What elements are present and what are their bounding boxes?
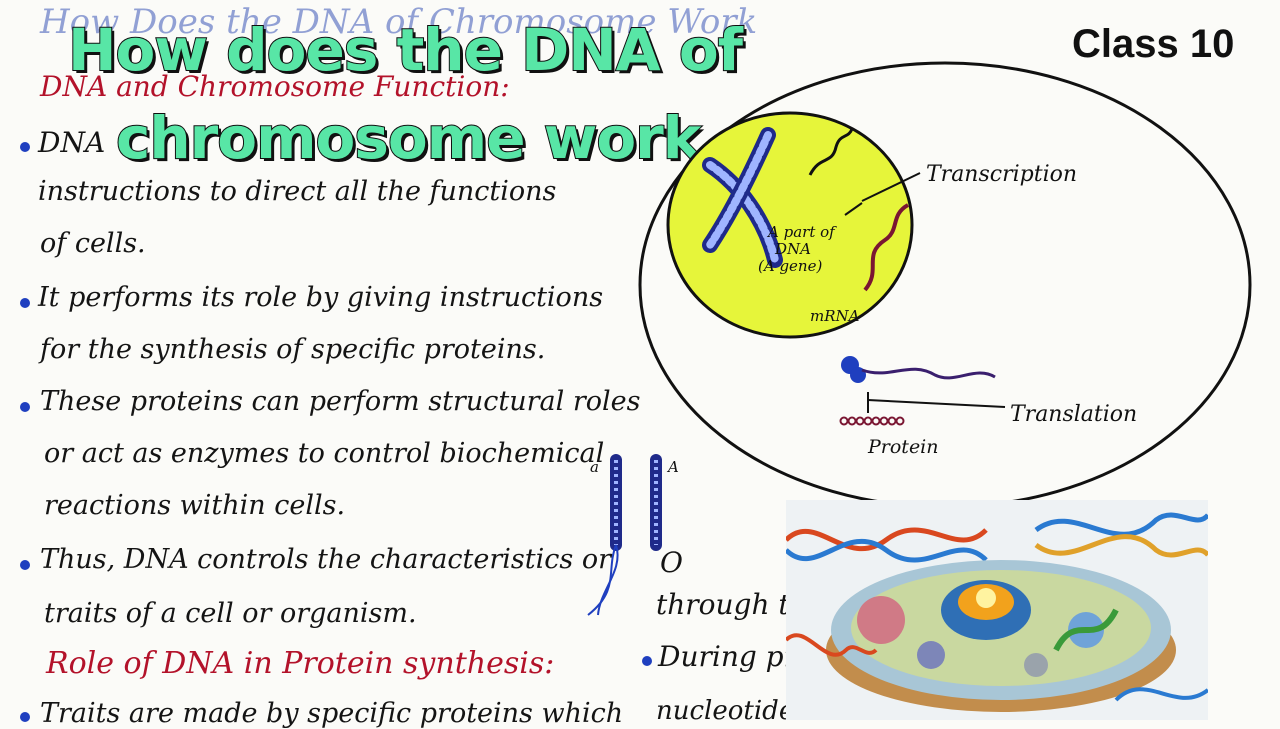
bullet3-line2: or act as enzymes to control biochemical — [44, 438, 605, 469]
bullet-dot — [20, 142, 30, 152]
video-title-line2: chromosome work — [115, 103, 702, 173]
cell-diagram: A part of DNA (A gene) mRNA Transcriptio… — [638, 61, 1252, 509]
bullet-dot — [20, 402, 30, 412]
bullet4-line1: Thus, DNA controls the characteristics o… — [40, 544, 611, 575]
mrna-strand-icon — [863, 203, 910, 292]
protein-label: Protein — [867, 436, 939, 458]
during-text: During pr — [658, 640, 797, 673]
circle-o-text: O — [660, 546, 683, 579]
class-badge: Class 10 — [1072, 22, 1235, 66]
transcription-label: Transcription — [926, 162, 1077, 187]
chromatid-right-label: A — [666, 458, 679, 476]
bullet-dot — [20, 560, 30, 570]
translation-label: Translation — [1010, 402, 1137, 427]
faded-header: How Does the DNA of Chromosome Work — [40, 2, 758, 42]
gene-label-1: A part of — [766, 223, 837, 241]
mrna-label: mRNA — [810, 307, 860, 325]
bullet4-line2: traits of a cell or organism. — [44, 598, 417, 629]
gene-label-2: DNA — [774, 240, 811, 258]
bullet-dot — [20, 298, 30, 308]
bullet1-text: DNA — [38, 126, 106, 159]
bullet5-text: Traits are made by specific proteins whi… — [40, 698, 624, 729]
protein-chain-icon — [839, 416, 905, 426]
dna-strand-icon — [808, 128, 854, 176]
chromatid-sketch: a A — [587, 454, 679, 616]
bullet-dot — [20, 712, 30, 722]
nucleotides-text: nucleotides — [656, 696, 808, 726]
bullet3-line3: reactions within cells. — [44, 490, 346, 521]
bullet2-line2: for the synthesis of specific proteins. — [40, 334, 546, 365]
nucleus — [666, 111, 914, 339]
bullet1-line3: of cells. — [40, 228, 146, 259]
through-text: through th — [656, 588, 808, 621]
bullet3-line1: These proteins can perform structural ro… — [40, 386, 641, 417]
bullet2-line1: It performs its role by giving instructi… — [38, 282, 604, 313]
cell-illustration — [786, 500, 1208, 720]
bullet1-line2: instructions to direct all the functions — [38, 176, 557, 207]
bullet-dot — [642, 656, 652, 666]
notes-heading: DNA and Chromosome Function: — [40, 70, 510, 103]
notes-heading-2: Role of DNA in Protein synthesis: — [46, 646, 555, 681]
gene-label-3: (A gene) — [758, 257, 822, 275]
chromatid-left-label: a — [590, 458, 599, 476]
chromosome-icon — [702, 127, 783, 268]
video-title-line1: How does the DNA of — [67, 15, 744, 85]
